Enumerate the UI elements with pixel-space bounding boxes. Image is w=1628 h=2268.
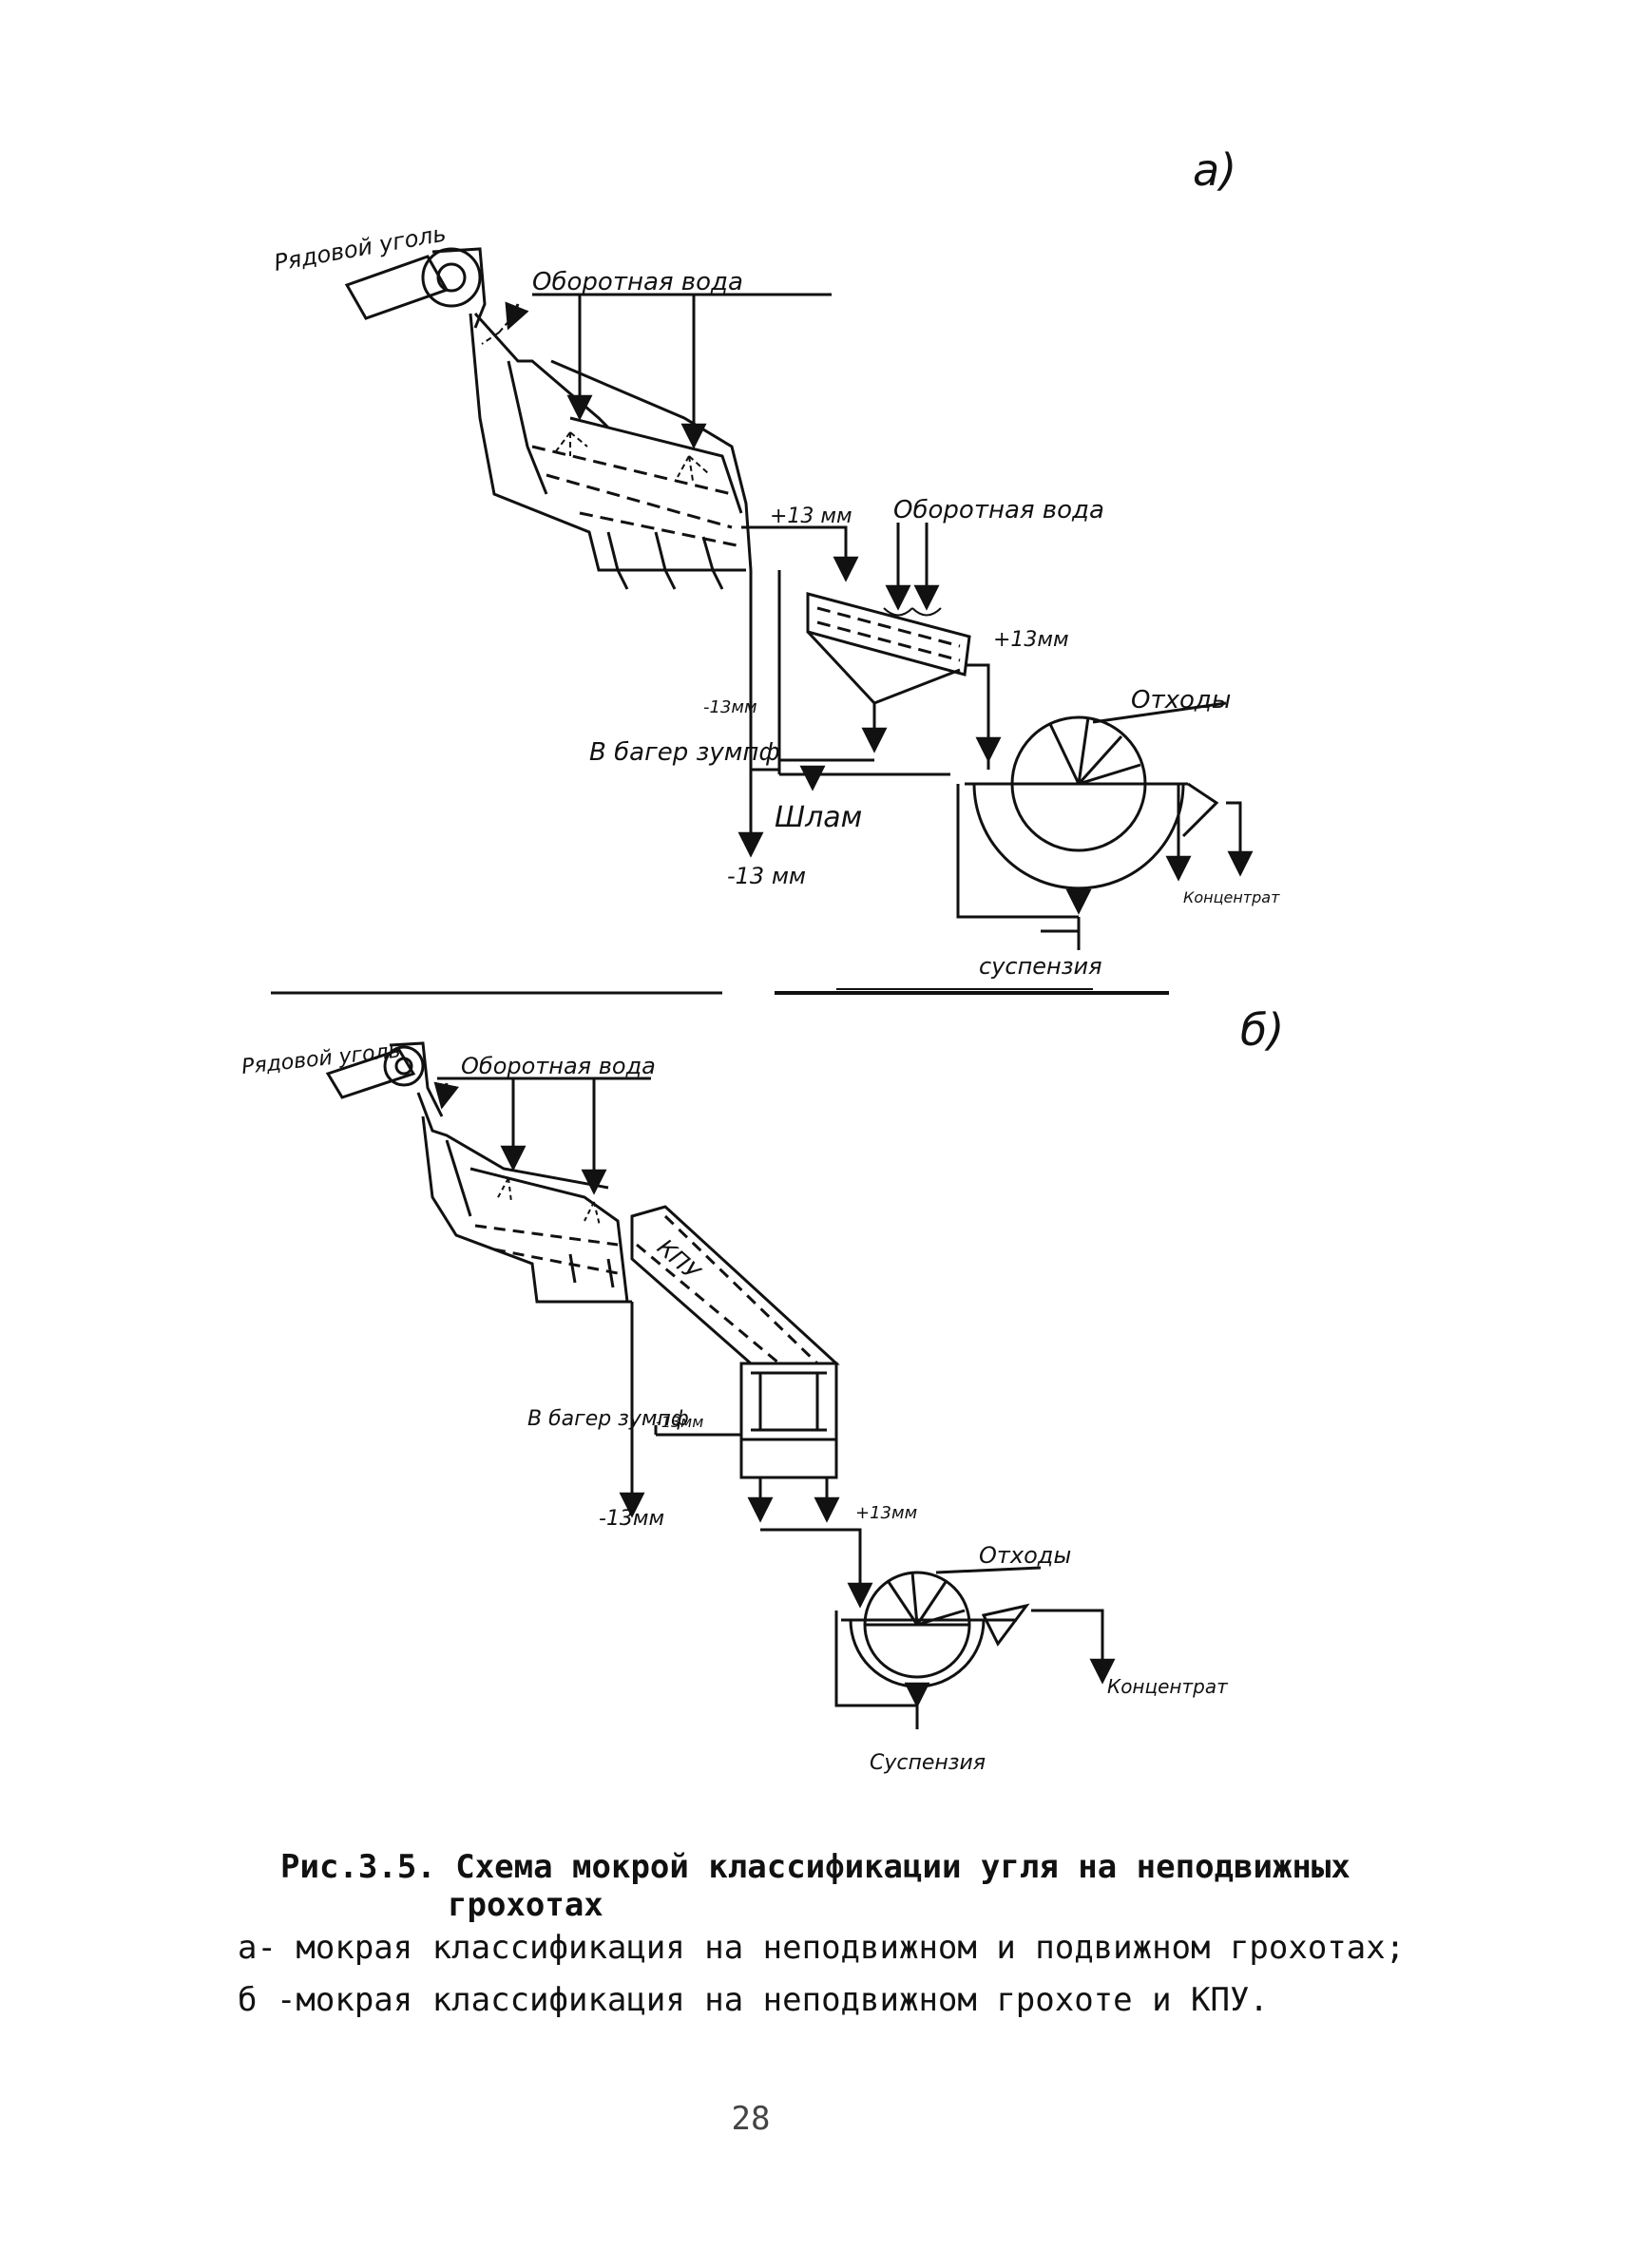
diagram-a <box>344 247 1254 950</box>
feed-chute-a <box>344 247 487 329</box>
sump-label-b: В багер зумпф <box>527 1407 689 1431</box>
panel-label-b: б) <box>1240 1004 1284 1056</box>
heavy-medium-separator-b <box>834 1566 1116 1729</box>
minus13-small-label-b: -13мм <box>656 1413 703 1431</box>
moving-screen-a <box>806 592 1002 763</box>
heavy-medium-separator-a <box>956 701 1254 950</box>
feed-label-a: Рядовой уголь <box>272 220 448 276</box>
sludge-label-a: Шлам <box>775 801 862 834</box>
suspension-label-b: Суспензия <box>870 1751 986 1775</box>
stationary-screen-b <box>416 1092 632 1304</box>
minus13-label-a: -13 мм <box>727 863 806 889</box>
plus13-label-a1: +13 мм <box>770 505 852 528</box>
undersize-flow-b <box>619 1302 873 1609</box>
concentrate-label-b: Концентрат <box>1107 1675 1229 1698</box>
water-label-b: Оборотная вода <box>461 1053 656 1079</box>
minus13-label-b: -13мм <box>599 1507 664 1531</box>
stationary-screen-a <box>469 312 753 590</box>
legend-a: а- мокрая классификация на неподвижном и… <box>238 1929 1406 1967</box>
water-line-b <box>433 1077 651 1195</box>
figure-caption: Рис.3.5. Схема мокрой классификации угля… <box>280 1848 1421 1924</box>
waste-label-b: Отходы <box>979 1542 1071 1569</box>
suspension-label-a: суспензия <box>979 953 1102 980</box>
diagram-b <box>325 1041 1116 1729</box>
plus13-flow-a <box>741 525 859 582</box>
undersize-flow-a <box>737 570 990 858</box>
water-line-a <box>505 293 832 449</box>
panel-divider <box>271 988 1169 995</box>
page-number: 28 <box>731 2100 771 2138</box>
caption-title-line1: Рис.3.5. Схема мокрой классификации угля… <box>280 1848 1350 1886</box>
concentrate-label-a: Концентрат <box>1183 888 1280 906</box>
feed-drum-a <box>421 247 482 308</box>
plus13-label-b: +13мм <box>855 1503 917 1523</box>
waste-label-a: Отходы <box>1131 686 1231 715</box>
caption-title-line2: грохотах <box>448 1886 603 1924</box>
feed-label-b: Рядовой уголь <box>240 1039 402 1079</box>
sump-label-a: В багер зумпф <box>589 738 780 767</box>
water-label-a2: Оборотная вода <box>893 496 1104 524</box>
kpu-conveyor-b <box>630 1205 840 1479</box>
minus13-small-label-a: -13мм <box>703 697 757 717</box>
water-line-a2 <box>883 523 942 617</box>
legend-b: б -мокрая классификация на неподвижном г… <box>238 1981 1269 2019</box>
plus13-label-a2: +13мм <box>993 628 1069 652</box>
water-label-a1: Оборотная вода <box>532 268 743 296</box>
kpu-label-b: КПУ <box>652 1234 706 1286</box>
panel-label-a: a) <box>1193 144 1236 196</box>
